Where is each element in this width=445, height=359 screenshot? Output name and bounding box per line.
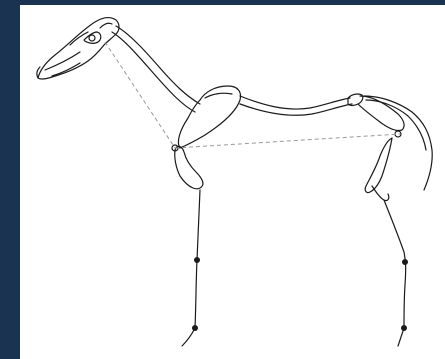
hindlimb-upper [365,138,392,201]
front-fetlock-dot [194,257,200,263]
neck-spine [112,26,200,112]
skull [37,18,119,80]
foreleg-lower [182,190,200,346]
left-frame-border [0,0,20,359]
hindleg-lower [384,200,406,346]
dashed-guides [105,42,400,148]
back-spine [240,96,352,115]
horse-skeleton-svg [20,5,445,359]
front-hoof-dot [192,325,198,331]
joint-dots [192,257,408,331]
forelimb-upper [172,145,203,189]
rear-hoof-dot [401,325,407,331]
tail [364,96,432,190]
rear-fetlock-dot [402,259,408,265]
dashed-line-shoulder-to-hip [175,134,400,148]
diagram-canvas [20,5,445,359]
